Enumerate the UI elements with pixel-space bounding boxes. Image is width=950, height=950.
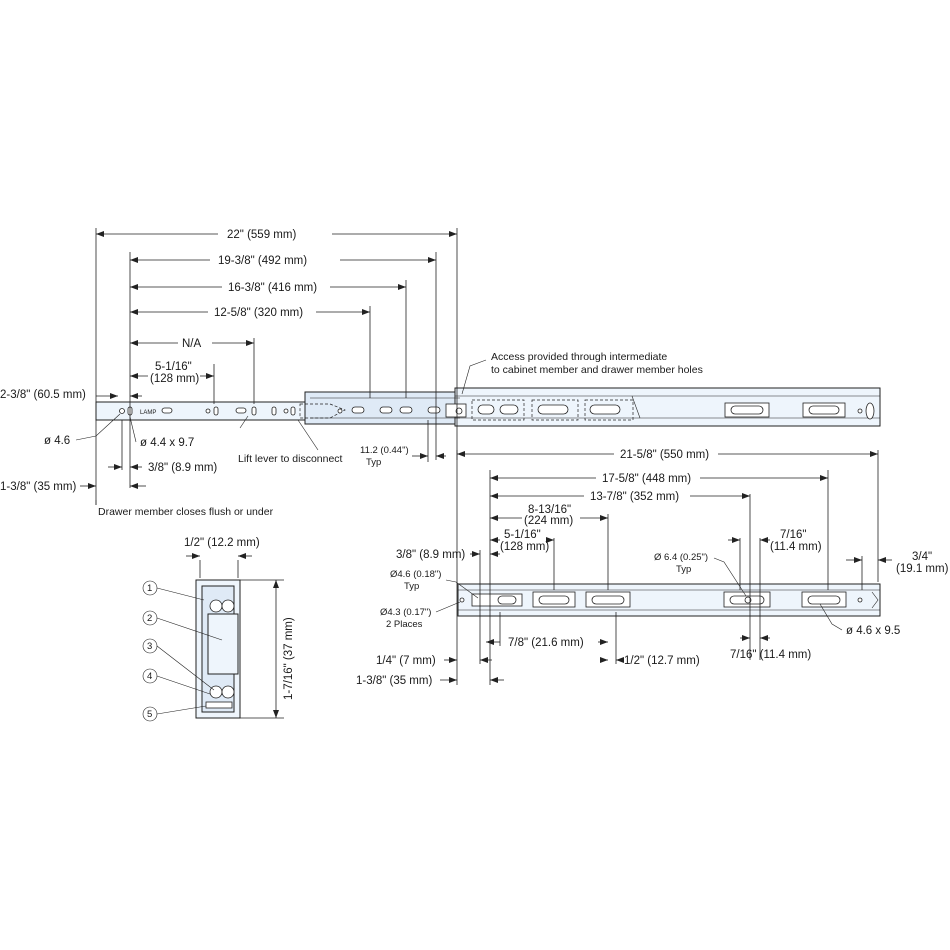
svg-text:2: 2	[147, 613, 152, 624]
cross-section: 1/2" (12.2 mm) 1-7/16" (37 mm) 1 2 3	[142, 537, 295, 722]
dim-1-3-8-b: 1-3/8" (35 mm)	[356, 675, 432, 687]
dim-19-3-8: 19-3/8" (492 mm)	[218, 255, 307, 267]
dim-7-16-b: 7/16" (11.4 mm)	[730, 649, 811, 661]
section-height-label: 1-7/16" (37 mm)	[283, 617, 295, 700]
section-intermediate	[207, 613, 239, 675]
dim-phi43-017: Ø4.3 (0.17")	[380, 607, 431, 618]
dim-12-5-8: 12-5/8" (320 mm)	[214, 307, 303, 319]
two-places: 2 Places	[386, 619, 423, 630]
lower-extension-lines	[456, 450, 879, 685]
dim-8-13-16: 8-13/16"	[528, 504, 571, 516]
callout-1: 1	[142, 580, 205, 601]
top-lower-callouts: ø 4.6 ø 4.4 x 9.7 3/8" (8.9 mm) 1-3/8" (…	[0, 351, 703, 518]
dim-128-b: (128 mm)	[500, 541, 549, 553]
slide-assembly: LAMP	[95, 387, 881, 427]
dim-1-2-b: 1/2" (12.7 mm)	[624, 655, 700, 667]
typ-a: Typ	[366, 457, 381, 468]
svg-text:4: 4	[147, 671, 152, 682]
callout-2: 2	[142, 610, 223, 641]
dim-2-3-8: 2-3/8" (60.5 mm)	[0, 389, 86, 401]
dim-114-a: (11.4 mm)	[770, 541, 822, 553]
lift-lever	[299, 403, 346, 419]
top-extension-lines	[95, 228, 458, 505]
dim-21-5-8: 21-5/8" (550 mm)	[620, 449, 709, 461]
typ-b: Typ	[404, 581, 419, 592]
dim-224: (224 mm)	[524, 515, 573, 527]
callout-4: 4	[142, 668, 211, 695]
dim-16-3-8: 16-3/8" (416 mm)	[228, 282, 317, 294]
dim-1-3-8-a: 1-3/8" (35 mm)	[0, 481, 76, 493]
dim-3-8-a: 3/8" (8.9 mm)	[148, 462, 217, 474]
top-dimensions: 22" (559 mm) 19-3/8" (492 mm) 16-3/8" (4…	[0, 229, 457, 401]
cabinet-member-detail	[457, 583, 881, 617]
dim-phi-44x97: ø 4.4 x 9.7	[140, 437, 194, 449]
dim-191: (19.1 mm)	[896, 563, 949, 575]
svg-text:5: 5	[147, 709, 152, 720]
dim-13-7-8: 13-7/8" (352 mm)	[590, 491, 679, 503]
dim-17-5-8: 17-5/8" (448 mm)	[602, 473, 691, 485]
dim-5-1-16-a: 5-1/16"	[155, 361, 192, 373]
dim-5-1-16-b: 5-1/16"	[504, 529, 541, 541]
svg-text:1: 1	[147, 583, 152, 594]
lift-note: Lift lever to disconnect	[238, 453, 343, 465]
callout-3: 3	[142, 638, 215, 691]
dim-1-4: 1/4" (7 mm)	[376, 655, 436, 667]
dim-7-16-a: 7/16"	[780, 529, 806, 541]
callout-5: 5	[142, 705, 207, 722]
dim-na: N/A	[182, 338, 202, 350]
logo-text: LAMP	[140, 410, 156, 416]
dim-phi-46: ø 4.6	[44, 435, 70, 447]
dim-phi46x95: ø 4.6 x 9.5	[846, 625, 900, 637]
dim-phi64: Ø 6.4 (0.25")	[654, 552, 708, 563]
typ-c: Typ	[676, 564, 691, 575]
access-note-2: to cabinet member and drawer member hole…	[491, 364, 703, 376]
dim-128-a: (128 mm)	[150, 373, 199, 385]
dim-11-2: 11.2 (0.44")	[360, 445, 409, 456]
svg-text:3: 3	[147, 641, 152, 652]
dim-3-4: 3/4"	[912, 551, 932, 563]
flush-note: Drawer member closes flush or under	[98, 506, 274, 518]
dim-3-8-b: 3/8" (8.9 mm)	[396, 549, 465, 561]
dim-7-8: 7/8" (21.6 mm)	[508, 637, 584, 649]
overall-length-label: 22" (559 mm)	[227, 229, 296, 241]
section-width-label: 1/2" (12.2 mm)	[184, 537, 260, 549]
lower-dimensions: 21-5/8" (550 mm) 17-5/8" (448 mm) 13-7/8…	[356, 449, 949, 687]
access-note-1: Access provided through intermediate	[491, 351, 667, 363]
dim-phi46-018: Ø4.6 (0.18")	[390, 569, 441, 580]
